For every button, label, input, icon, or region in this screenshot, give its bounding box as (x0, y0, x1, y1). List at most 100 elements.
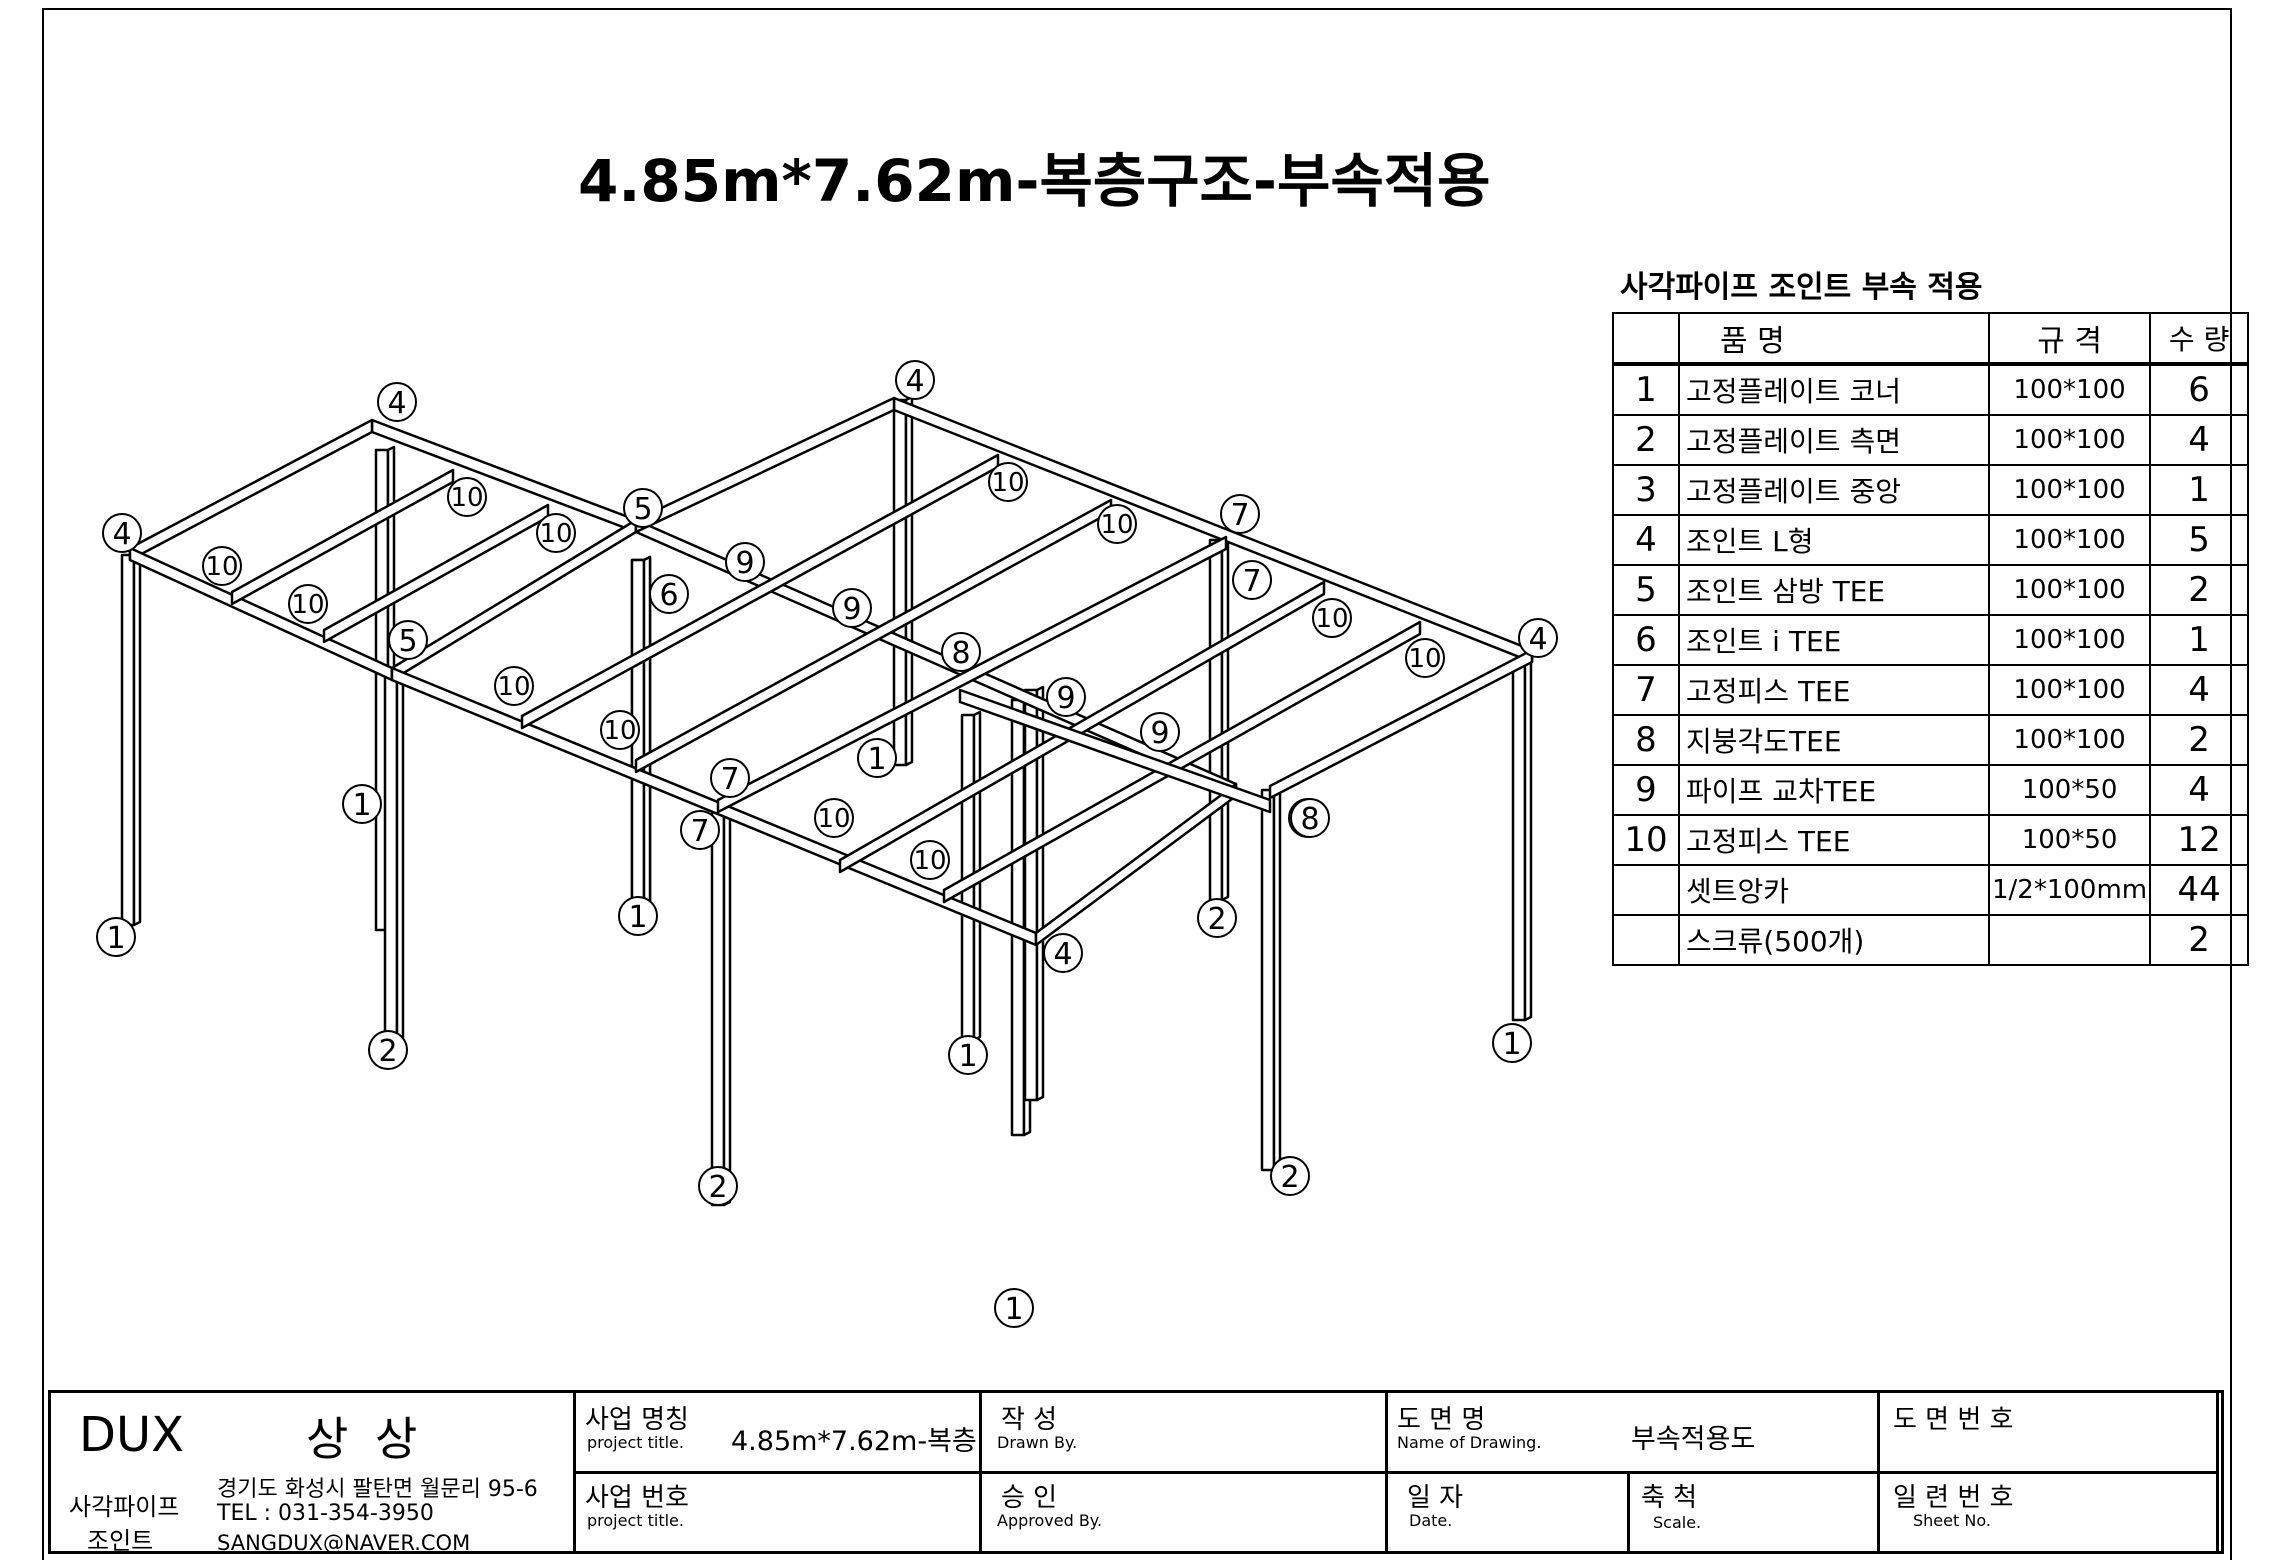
callout-number: 1 (628, 900, 647, 935)
bom-item-name: 고정플레이트 코너 (1678, 363, 1990, 416)
part-callout: 10 (202, 546, 242, 586)
callout-circle (1290, 798, 1330, 838)
bom-item-spec: 100*100 (1987, 714, 2152, 766)
bom-item-spec: 100*50 (1987, 814, 2152, 866)
part-callout: 10 (288, 584, 328, 624)
bom-item-spec: 100*100 (1987, 464, 2152, 516)
bom-item-no: 1 (1612, 363, 1680, 416)
bom-item-spec: 100*100 (1987, 414, 2152, 466)
callout-number: 2 (1280, 1160, 1299, 1195)
callout-number: 10 (1100, 510, 1133, 540)
bom-item-name: 고정플레이트 측면 (1678, 414, 1990, 466)
part-callout: 2 (1197, 898, 1237, 938)
callout-circle (725, 542, 765, 582)
part-callout: 7 (680, 810, 720, 850)
part-callout: 5 (388, 620, 428, 660)
part-callout: 10 (988, 462, 1028, 502)
callout-number: 10 (291, 590, 324, 620)
part-callout: 9 (832, 588, 872, 628)
callout-circle (618, 896, 658, 936)
bom-item-no: 6 (1612, 614, 1680, 666)
callout-number: 1 (1502, 1027, 1521, 1062)
callout-circle (988, 462, 1028, 502)
part-callout: 5 (623, 488, 663, 528)
callout-circle (1518, 618, 1558, 658)
bom-header-spec: 규 격 (1987, 312, 2152, 366)
callout-circle (600, 710, 640, 750)
frame-beam (520, 453, 1000, 730)
part-callout: 9 (1140, 712, 1180, 752)
frame-post (1511, 658, 1527, 1022)
callout-circle (832, 588, 872, 628)
bom-item-name: 고정피스 TEE (1678, 664, 1990, 716)
company-sub-2: 조인트 (87, 1527, 154, 1555)
part-callout: 10 (536, 513, 576, 553)
callout-number: 2 (378, 1034, 397, 1069)
frame-post (710, 803, 726, 1207)
callout-number: 1 (958, 1039, 977, 1074)
frame-post (1260, 788, 1276, 1172)
frame-beam (716, 535, 1228, 814)
part-callout: 2 (368, 1030, 408, 1070)
frame-post-side (395, 665, 405, 1042)
bom-item-qty: 5 (2149, 514, 2250, 566)
company-name: 상 상 (306, 1412, 424, 1466)
callout-circle (1197, 898, 1237, 938)
bom-item-qty: 2 (2149, 714, 2250, 766)
bom-item-no: 4 (1612, 514, 1680, 566)
callout-circle (1046, 677, 1086, 717)
frame-beam (230, 468, 455, 606)
callout-number: 8 (951, 636, 970, 671)
bom-item-no (1612, 914, 1680, 966)
frame-post (383, 668, 399, 1042)
bom-item-spec: 100*100 (1987, 664, 2152, 716)
date-label-en: Date. (1409, 1511, 1453, 1530)
bom-item-no: 5 (1612, 564, 1680, 616)
company-tel: TEL : 031-354-3950 (217, 1501, 434, 1526)
callout-circle (288, 584, 328, 624)
callout-number: 7 (1230, 498, 1249, 533)
part-callout: 9 (725, 542, 765, 582)
bom-header-qty: 수 량 (2149, 312, 2250, 366)
bom-item-spec (1987, 914, 2152, 966)
bom-item-no: 7 (1612, 664, 1680, 716)
callout-circle (342, 784, 382, 824)
callout-number: 10 (450, 483, 483, 513)
frame-beam (322, 503, 550, 644)
callout-number: 10 (1315, 604, 1348, 634)
part-callout: 4 (1518, 618, 1558, 658)
callout-circle (388, 620, 428, 660)
part-callout: 2 (698, 1166, 738, 1206)
part-callout: 6 (649, 574, 689, 614)
bom-item-spec: 100*100 (1987, 514, 2152, 566)
callout-number: 1 (352, 788, 371, 823)
callout-circle (1043, 933, 1083, 973)
part-callout: 7 (1232, 560, 1272, 600)
frame-post-side (1523, 655, 1533, 1022)
callout-number: 4 (387, 386, 406, 421)
callout-circle (1405, 638, 1445, 678)
part-callout: 8 (1290, 798, 1330, 838)
bom-item-qty: 4 (2149, 414, 2250, 466)
bom-item-name: 지붕각도TEE (1678, 714, 1990, 766)
part-callout: 10 (910, 840, 950, 880)
part-callout: 1 (342, 784, 382, 824)
frame-beam (634, 396, 896, 534)
part-callout: 8 (941, 632, 981, 672)
callout-number: 10 (205, 552, 238, 582)
frame-post-side (1035, 685, 1045, 1102)
scale-label: 축 척 (1641, 1483, 1698, 1513)
callout-number: 7 (1242, 564, 1261, 599)
bom-item-no: 8 (1612, 714, 1680, 766)
callout-circle (948, 1035, 988, 1075)
frame-beam (942, 620, 1422, 904)
callout-number: 4 (112, 517, 131, 552)
company-email: SANGDUX@NAVER.COM (217, 1531, 471, 1555)
drawing-no-label: 도 면 번 호 (1893, 1405, 2014, 1435)
date-label: 일 자 (1407, 1483, 1464, 1513)
part-callout: 1 (618, 896, 658, 936)
